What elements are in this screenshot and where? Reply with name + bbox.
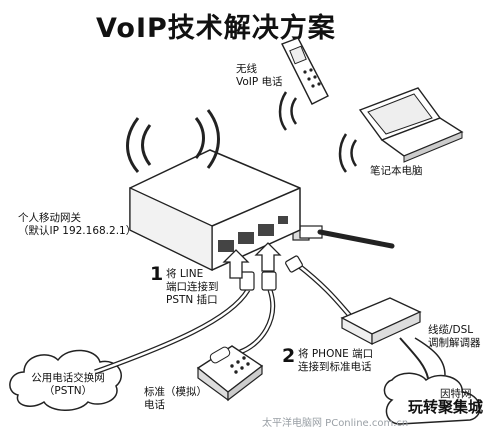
router-icon [129, 149, 301, 271]
phone-wifi-waves [278, 91, 298, 131]
wireless-phone-label: 无线 VoIP 电话 [236, 63, 283, 89]
router-label: 个人移动网关 （默认IP 192.168.2.1） [18, 212, 137, 238]
wires [94, 263, 446, 379]
arrow-line-icon [222, 249, 250, 279]
internet-cloud-icon [383, 372, 481, 425]
laptop-wifi-waves [338, 133, 358, 173]
laptop-icon [358, 87, 464, 163]
step1-label: 将 LINE 端口连接到 PSTN 插口 [166, 268, 219, 307]
pstn-cloud-icon [9, 349, 122, 411]
watermark-tag: 玩转聚集城 [408, 398, 484, 416]
step1-number: 1 [150, 263, 164, 285]
telephone-icon [196, 345, 264, 402]
pstn-label: 公用电话交换网 （PSTN） [31, 372, 105, 398]
antenna-icon [299, 225, 395, 249]
wireless-phone-icon [281, 37, 329, 105]
arrows [222, 242, 282, 279]
laptop-label: 笔记本电脑 [370, 165, 423, 177]
step2-label: 将 PHONE 端口 连接到标准电话 [298, 348, 374, 374]
modem-icon [340, 297, 422, 345]
watermark-site: 太平洋电脑网 PConline.com.cn [262, 418, 409, 429]
step2-number: 2 [282, 345, 296, 367]
analog-phone-label: 标准（模拟） 电话 [144, 386, 207, 412]
modem-label: 线缆/DSL 调制解调器 [428, 324, 481, 350]
router-wifi-waves [126, 109, 220, 173]
internet-label: 因特网 [440, 388, 472, 400]
arrow-phone-icon [254, 242, 282, 272]
